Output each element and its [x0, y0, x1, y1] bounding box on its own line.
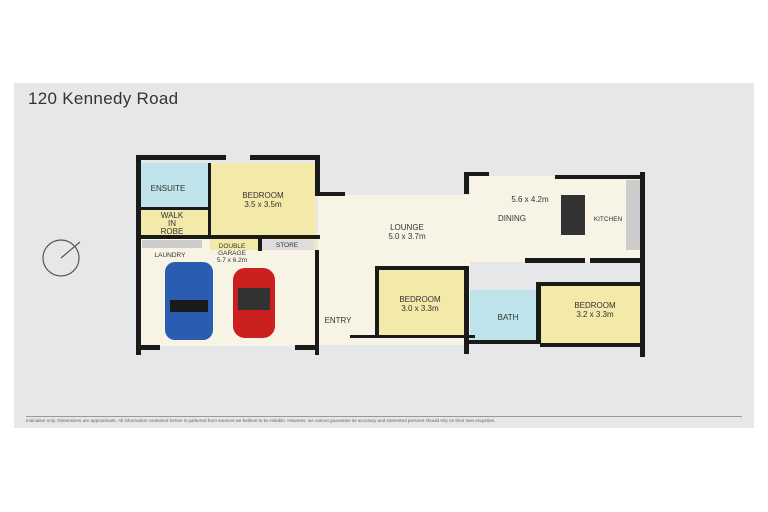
garage-label-2: GARAGE	[218, 250, 246, 257]
property-title: 120 Kennedy Road	[28, 89, 179, 108]
garage-size: 5.7 x 6.2m	[217, 257, 247, 264]
robe-floor	[140, 209, 208, 237]
dining-label: DINING	[498, 214, 526, 223]
ensuite-floor	[140, 163, 208, 207]
walls	[136, 155, 645, 357]
robe-label-3: ROBE	[161, 227, 184, 236]
bedroom2-size: 3.0 x 3.3m	[401, 304, 439, 313]
bedroom2-floor	[377, 270, 466, 336]
robe-label-2: IN	[168, 219, 176, 228]
bedroom3-floor	[540, 286, 642, 346]
store-label: STORE	[276, 242, 299, 249]
ensuite-label: ENSUITE	[151, 184, 186, 193]
lounge-label: LOUNGE	[390, 223, 424, 232]
bath-floor	[470, 290, 538, 340]
robe-label-1: WALK	[161, 211, 184, 220]
store-floor	[262, 240, 314, 250]
lounge-size: 5.0 x 3.7m	[388, 232, 426, 241]
garage-label-1: DOUBLE	[219, 243, 246, 250]
divider	[26, 416, 742, 417]
blue-car-icon	[165, 262, 213, 340]
bedroom3-size: 3.2 x 3.3m	[576, 310, 614, 319]
laundry-bench	[142, 240, 202, 248]
entry-label: ENTRY	[325, 316, 353, 325]
disclaimer-text: Indicative only. Dimensions are approxim…	[26, 418, 496, 423]
red-car-icon	[233, 268, 275, 338]
bedroom1-size: 3.5 x 3.5m	[244, 200, 282, 209]
bedroom1-label: BEDROOM	[242, 191, 284, 200]
kitchen-island	[561, 195, 585, 235]
bath-label: BATH	[498, 313, 519, 322]
bedroom2-label: BEDROOM	[399, 295, 441, 304]
dining-floor	[470, 176, 642, 262]
dining-size: 5.6 x 4.2m	[511, 195, 549, 204]
kitchen-label: KITCHEN	[594, 216, 623, 223]
bedroom3-label: BEDROOM	[574, 301, 616, 310]
laundry-label: LAUNDRY	[155, 252, 187, 259]
kitchen-bench	[626, 180, 640, 250]
compass-icon	[42, 239, 81, 277]
